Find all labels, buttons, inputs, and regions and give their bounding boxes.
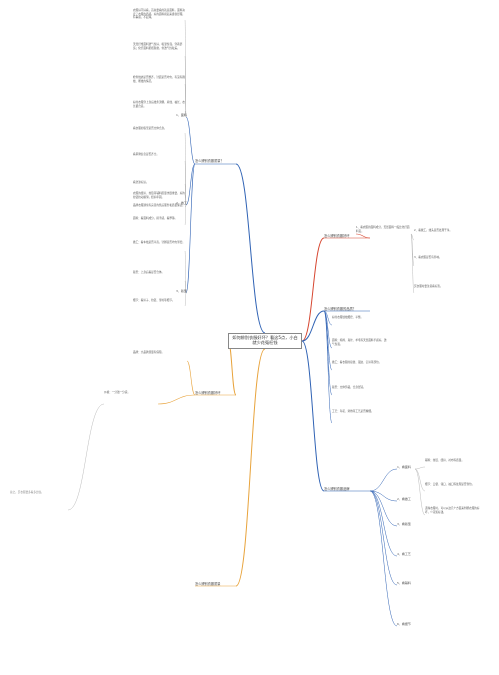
link-center-b2 [301, 237, 325, 342]
link-b5-leaf-2 [414, 468, 426, 516]
leaf-text-27: 价格：一分钱一分货。 [104, 391, 130, 394]
link-leaf-left-12 [184, 292, 187, 307]
leaf-text-16: 3、看衣服是否有异味。 [414, 256, 442, 259]
branch-label-6[interactable]: 怎么辨别衣服质量 [195, 582, 221, 586]
link-leaf-left-7 [184, 194, 187, 206]
link-center-b6 [235, 348, 266, 587]
link-b5-1 [369, 490, 398, 502]
link-b3-0 [323, 310, 333, 326]
branch-label-4[interactable]: 怎么辨别衣服好坏 [195, 391, 221, 395]
link-b5-3 [369, 490, 398, 557]
leaf-text-22: 工艺：印花、刺绣等工艺是否精细。 [332, 410, 374, 413]
link-center-b1 [235, 163, 266, 334]
leaf-text-20: 做工：看衣服的接缝、锁边、钉扣等部位。 [332, 361, 382, 364]
leaf-text-26: 品牌：大品牌质量有保障。 [133, 351, 165, 354]
link-b4-b [157, 394, 196, 405]
leaf-text-15: 2、看做工，线头是否处理干净。 [414, 229, 452, 232]
branch-label-2[interactable]: 怎么辨别衣服好坏 [324, 234, 350, 238]
link-center-b4 [227, 340, 237, 396]
link-b3-4 [323, 310, 333, 424]
leaf-text-7: 看洗涤标识。 [133, 181, 149, 184]
link-b5-5 [369, 490, 398, 627]
leaf-text-8: 衣服的纽扣、拉链等辅料质量也很重要，好的拉链拉动顺滑，纽扣牢固。 [133, 192, 185, 199]
link-b2-t17 [410, 233, 415, 294]
leaf-text-2: 天然纤维面料透气性好、吸湿性强，穿着舒适；化纤面料挺括耐磨，但透气性较差。 [133, 43, 183, 50]
leaf-text-11: 做工：看车线是否平直，针脚是否均匀紧密。 [133, 241, 185, 244]
leaf-text-10: 面料：看面料成分，摸手感，看厚薄。 [133, 217, 178, 220]
leaf-text-9: 品牌衣服通常有完善的售后服务和质量保证。 [133, 204, 185, 207]
leaf-text-24: 细节：口袋、领口、袖口等处理是否到位。 [425, 483, 475, 486]
leaf-text-13: 细节：看扣子、拉链、里衬等细节。 [133, 299, 175, 302]
link-center-b5 [301, 340, 325, 492]
link-b4-a [186, 360, 196, 396]
leaf-text-18: 好的衣服缝线细密、平整。 [332, 316, 364, 319]
link-b3-2 [323, 310, 333, 371]
link-b5-4 [369, 490, 398, 586]
leaf-text-25: 选购衣服时，可以从这几个方面来判断衣服的好坏，少花冤枉钱。 [425, 507, 480, 514]
leaf-text-5: 看衣服的版型是否立体合身。 [133, 127, 167, 130]
leaf-text-17: 买衣服时要注意看标签。 [414, 285, 443, 288]
sub-topic-8[interactable]: 5、看辅料 [397, 581, 411, 585]
link-leaf-left-11 [184, 280, 187, 294]
link-leaf-left-3 [184, 110, 187, 118]
sub-topic-7[interactable]: 4、看工艺 [397, 552, 411, 556]
leaf-text-3: 检查线迹是否整齐，针距是否均匀，有没有跳线、断线的情况。 [133, 76, 185, 83]
sub-topic-2[interactable]: 2、做工 [176, 201, 187, 205]
leaf-text-28: 总之，买衣服要多看多比较。 [10, 491, 44, 494]
leaf-text-21: 版型：立体剪裁，合身舒适。 [332, 386, 366, 389]
leaf-text-19: 面料：纯棉、真丝、羊毛等天然面料手感好，透气性强。 [332, 339, 387, 346]
sub-topic-3[interactable]: 3、版型 [176, 289, 187, 293]
leaf-text-4: 好的衣服穿上身后线条流畅，肩线、袖长、衣长都合适。 [133, 101, 185, 108]
sub-topic-5[interactable]: 2、看做工 [397, 497, 411, 501]
link-b5-leaf-0 [414, 466, 426, 470]
sub-topic-9[interactable]: 6、看细节 [397, 622, 411, 626]
leaf-text-1: 衣服好不好看，首先要看的就是面料，面料决定了衣服的质感。好的面料摸起来柔软舒服，… [133, 9, 185, 20]
link-leaf-left-9 [184, 204, 187, 226]
link-center-b3 [301, 310, 325, 342]
link-b2-t15 [410, 233, 415, 241]
central-topic[interactable]: 如何辨别衣服好坏？看这5点，小白就少花冤枉钱 [228, 333, 302, 349]
link-b1-s2 [185, 163, 196, 206]
link-b4-note [67, 403, 105, 511]
link-b1-s3 [185, 163, 196, 294]
leaf-text-6: 看吊牌信息是否齐全。 [133, 153, 159, 156]
link-leaf-left-2 [184, 83, 187, 118]
sub-topic-1[interactable]: 1、面料 [176, 113, 187, 117]
leaf-text-12: 版型：上身后看是否合体。 [133, 271, 165, 274]
branch-label-5[interactable]: 怎么辨别衣服品牌 [324, 487, 350, 491]
leaf-text-23: 辅料：拉链、纽扣、衬布等质量。 [425, 459, 464, 462]
sub-topic-6[interactable]: 3、看版型 [397, 522, 411, 526]
leaf-text-14: 1、看衣服的面料成分，天然面料一般比化纤面料贵。 [356, 226, 410, 233]
branch-label-1[interactable]: 怎么辨别衣服质量？ [195, 159, 224, 163]
link-b5-0 [369, 468, 398, 492]
link-b1-s1 [185, 116, 196, 165]
branch-label-3[interactable]: 怎么辨别衣服的品质？ [324, 307, 356, 311]
link-b5-leaf-1 [414, 468, 426, 492]
link-b3-3 [323, 310, 333, 396]
sub-topic-4[interactable]: 1、看面料 [397, 465, 411, 469]
